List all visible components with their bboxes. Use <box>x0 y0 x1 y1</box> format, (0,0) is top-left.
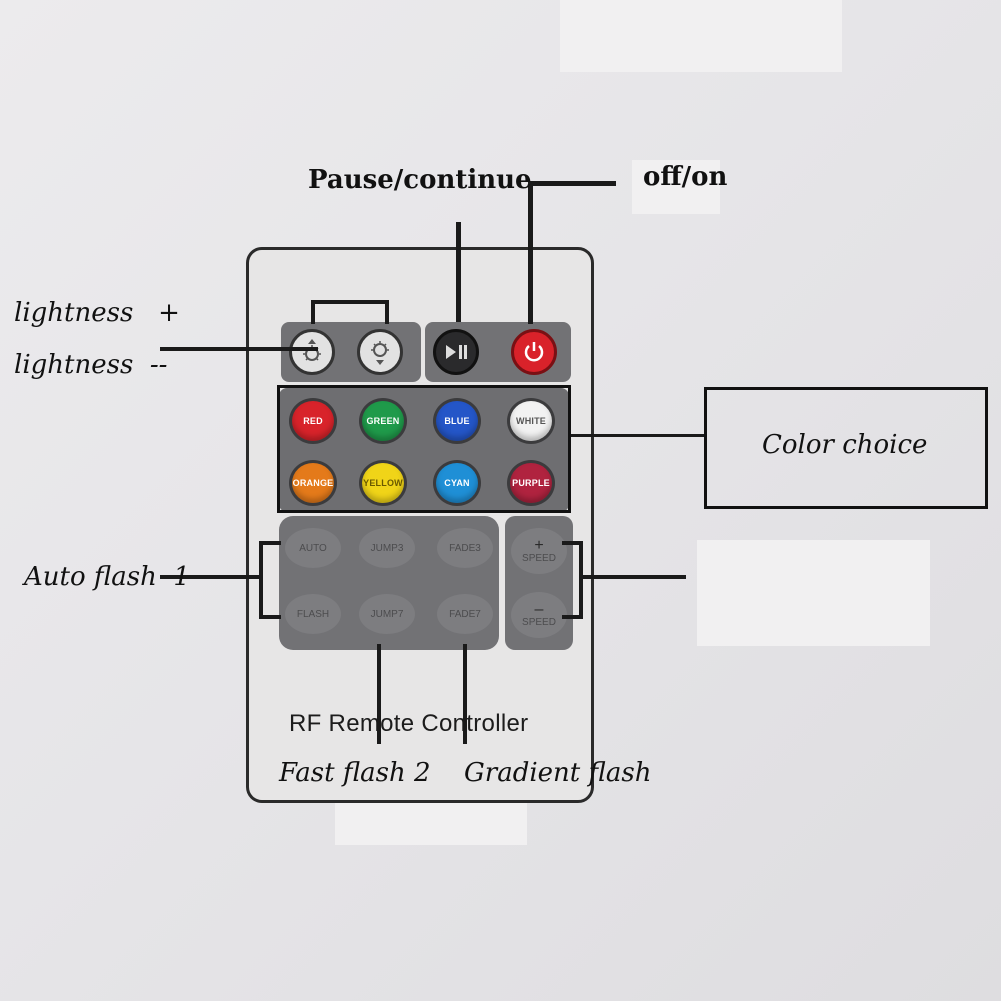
mode-button-jump3[interactable]: JUMP3 <box>359 528 415 568</box>
power-line-v <box>528 182 533 324</box>
remote-title: RF Remote Controller <box>289 710 529 737</box>
color-button-purple[interactable]: PURPLE <box>507 460 555 506</box>
lightness-down-label: lightness -- <box>14 350 168 380</box>
mode-button-flash[interactable]: FLASH <box>285 594 341 634</box>
bottom-patch <box>335 800 527 845</box>
power-line-h <box>528 181 616 186</box>
power-icon[interactable] <box>511 329 557 375</box>
brightness-down-icon[interactable] <box>357 329 403 375</box>
mode-button-fade3[interactable]: FADE3 <box>437 528 493 568</box>
speed-label: SPEED <box>522 553 556 564</box>
fast-flash-label: Fast flash 2 <box>279 758 431 788</box>
auto-bracket-bottom <box>259 615 281 619</box>
brightness-up-icon[interactable] <box>289 329 335 375</box>
color-button-red[interactable]: RED <box>289 398 337 444</box>
color-line <box>571 434 707 437</box>
color-button-orange[interactable]: ORANGE <box>289 460 337 506</box>
auto-flash-label: Auto flash 1 <box>24 562 190 592</box>
color-choice-box <box>704 387 988 509</box>
lightness-line <box>160 347 318 351</box>
speed-up-button[interactable]: +SPEED <box>511 528 567 574</box>
speed-line <box>582 575 686 579</box>
color-button-white[interactable]: WHITE <box>507 398 555 444</box>
auto-line <box>160 575 262 579</box>
speed-sign: – <box>534 601 544 618</box>
color-button-green[interactable]: GREEN <box>359 398 407 444</box>
speed-sign: + <box>534 537 544 554</box>
speed-bracket-v <box>579 541 583 619</box>
color-choice-label: Color choice <box>762 430 928 460</box>
speed-bracket-top <box>562 541 582 545</box>
mode-button-fade7[interactable]: FADE7 <box>437 594 493 634</box>
speed-down-button[interactable]: –SPEED <box>511 592 567 638</box>
speed-label: SPEED <box>522 617 556 628</box>
color-button-yellow[interactable]: YELLOW <box>359 460 407 506</box>
pause-label: Pause/continue <box>308 165 532 195</box>
top-patch <box>560 0 842 72</box>
auto-bracket-v <box>259 541 263 619</box>
auto-bracket-top <box>259 541 281 545</box>
color-highlight-frame <box>277 385 571 513</box>
lightness-bracket-right <box>385 300 389 324</box>
fast-flash-line <box>377 644 381 744</box>
lightness-up-label: lightness + <box>14 298 180 328</box>
gradient-flash-line <box>463 644 467 744</box>
offon-patch <box>632 160 720 214</box>
mode-button-jump7[interactable]: JUMP7 <box>359 594 415 634</box>
right-patch <box>697 540 930 646</box>
power-label: off/on <box>643 162 728 192</box>
color-button-cyan[interactable]: CYAN <box>433 460 481 506</box>
pause-line <box>456 222 461 322</box>
lightness-bracket-left <box>311 300 315 324</box>
color-button-blue[interactable]: BLUE <box>433 398 481 444</box>
gradient-flash-label: Gradient flash <box>464 758 652 788</box>
lightness-bracket-top <box>311 300 389 304</box>
play-pause-icon[interactable] <box>433 329 479 375</box>
mode-button-auto[interactable]: AUTO <box>285 528 341 568</box>
speed-bracket-bottom <box>562 615 582 619</box>
